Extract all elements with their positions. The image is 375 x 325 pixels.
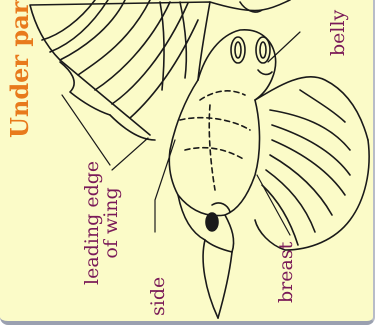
leading-edge-leader-1	[62, 95, 110, 165]
label-side: side	[149, 277, 168, 316]
label-belly: belly	[329, 10, 348, 56]
body	[169, 30, 275, 216]
label-breast: breast	[277, 242, 296, 303]
label-leading-edge-line2: of wing	[102, 161, 121, 285]
lower-wing	[255, 77, 369, 250]
diagram-title: Under parts	[8, 0, 32, 138]
label-leading-edge-of-wing: leading edge of wing	[83, 161, 121, 285]
breast-leader	[257, 175, 290, 235]
head	[210, 0, 290, 12]
side-leader	[155, 140, 175, 232]
